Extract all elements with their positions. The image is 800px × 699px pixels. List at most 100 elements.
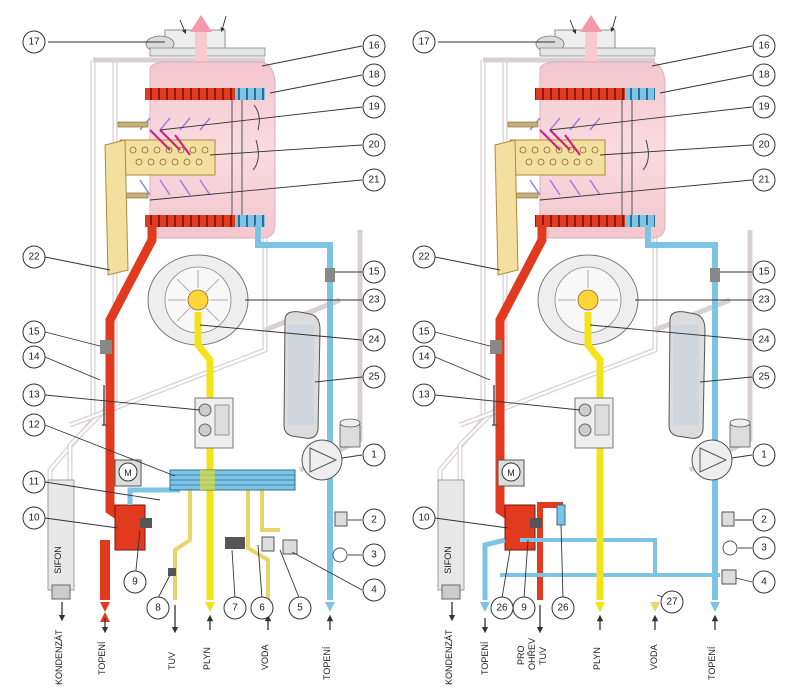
callout-9: 9 [123,570,147,594]
svg-text:10: 10 [28,513,40,524]
callout-17: 17 [22,30,46,54]
svg-text:15: 15 [418,327,430,338]
label-topeni-1-right: TOPENÍ [480,641,490,675]
svg-text:22: 22 [418,252,430,263]
svg-text:24: 24 [758,335,770,346]
label-topeni-1: TOPENÍ [97,641,107,675]
callout-r-15a: 15 [752,260,776,284]
callout-25: 25 [362,365,386,389]
callout-19: 19 [362,95,386,119]
callout-1: 1 [362,443,386,467]
svg-text:24: 24 [368,335,380,346]
callout-r-10: 10 [412,506,436,530]
callout-r-14: 14 [412,345,436,369]
siphon: SIFON [47,479,75,600]
callout-r-26b: 26 [551,596,575,620]
callout-r-16: 16 [752,34,776,58]
callout-7: 7 [223,596,247,620]
expansion-vessel [283,311,321,439]
callout-18: 18 [362,63,386,87]
svg-text:15: 15 [758,267,770,278]
svg-text:2: 2 [761,515,767,526]
bottom-connection-arrows-right [448,602,720,634]
callouts-left: 17 16 18 19 20 21 22 15 23 24 15 14 25 1… [22,30,386,620]
return-pipe-heating [255,225,333,600]
label-tuv-right: TUV [538,647,548,665]
callout-24: 24 [362,328,386,352]
callout-r-4: 4 [752,570,776,594]
svg-text:21: 21 [758,175,770,186]
svg-text:7: 7 [232,603,238,614]
svg-text:M: M [507,468,515,478]
svg-text:16: 16 [368,41,380,52]
label-topeni-2-right: TOPENÍ [707,646,717,680]
svg-text:3: 3 [371,550,377,561]
burner [119,139,216,176]
svg-text:1: 1 [761,450,767,461]
svg-text:26: 26 [557,603,569,614]
svg-text:10: 10 [418,513,430,524]
svg-text:23: 23 [758,295,770,306]
air-intake-duct [104,139,129,276]
flue-outlet-right [535,15,656,72]
svg-text:SIFON: SIFON [53,546,63,574]
callout-r-21: 21 [752,168,776,192]
siphon-right: SIFON [437,479,465,600]
svg-text:5: 5 [297,603,303,614]
right-boiler-diagram: M [412,15,776,685]
callout-22: 22 [22,245,46,269]
callout-r-18: 18 [752,63,776,87]
svg-text:21: 21 [368,175,380,186]
plate-heat-exchanger [169,469,296,491]
callout-12: 12 [22,413,46,437]
callout-16: 16 [362,34,386,58]
callout-21: 21 [362,168,386,192]
label-tuv: TUV [167,652,177,670]
callout-r-24: 24 [752,328,776,352]
callout-15a: 15 [362,260,386,284]
label-plyn: PLYN [202,647,212,670]
callout-5: 5 [288,596,312,620]
svg-text:3: 3 [761,543,767,554]
callout-2: 2 [362,508,386,532]
callout-r-23: 23 [752,288,776,312]
svg-text:6: 6 [259,603,265,614]
callout-r-22: 22 [412,245,436,269]
svg-text:16: 16 [758,41,770,52]
callouts-right: 17 16 18 19 20 21 22 15 23 24 15 14 25 1… [412,30,776,620]
diverter-motor: M [114,459,142,487]
svg-text:15: 15 [368,267,380,278]
callout-r-25: 25 [752,365,776,389]
svg-text:SIFON: SIFON [443,546,453,574]
callout-r-17: 17 [412,30,436,54]
gas-pipe [194,312,214,600]
svg-text:19: 19 [368,102,380,113]
callout-15b: 15 [22,320,46,344]
callout-r-27: 27 [660,590,684,614]
callout-23: 23 [362,288,386,312]
svg-text:13: 13 [28,390,40,401]
svg-text:26: 26 [496,603,508,614]
svg-text:M: M [124,468,132,478]
callout-r-3: 3 [752,536,776,560]
svg-text:25: 25 [368,372,380,383]
callout-r-9: 9 [512,596,536,620]
svg-text:9: 9 [521,603,527,614]
svg-text:20: 20 [368,140,380,151]
callout-r-1: 1 [752,443,776,467]
left-boiler-diagram: M [22,15,386,685]
callout-10: 10 [22,506,46,530]
svg-text:27: 27 [666,597,678,608]
label-topeni-2: TOPENÍ [322,646,332,680]
svg-text:14: 14 [418,352,430,363]
svg-text:17: 17 [418,37,430,48]
label-voda-right: VODA [649,644,659,670]
svg-text:13: 13 [418,390,430,401]
callout-r-15b: 15 [412,320,436,344]
svg-text:9: 9 [132,577,138,588]
circulation-pump [301,418,361,481]
svg-text:4: 4 [371,585,377,596]
label-plyn-right: PLYN [592,647,602,670]
svg-text:23: 23 [368,295,380,306]
